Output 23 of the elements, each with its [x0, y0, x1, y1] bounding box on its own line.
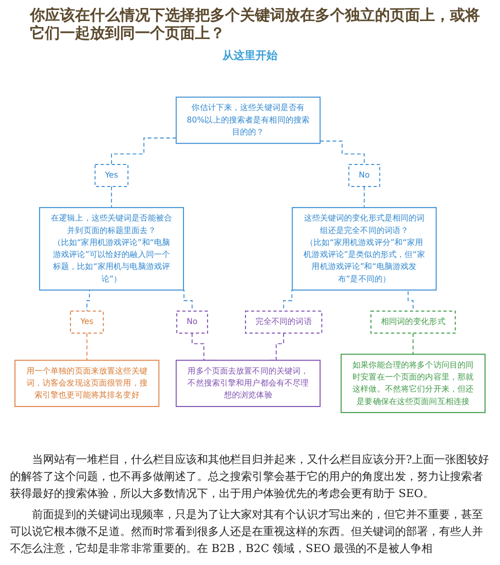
diagram-title: 你应该在什么情况下选择把多个关键词放在多个独立的页面上，或将它们一起放到同一个页面上？	[28, 6, 481, 42]
connector	[412, 332, 414, 355]
node-box: 你估计下来，这些关键词是否有80%以上的搜索者是有相同的搜索目的的？	[176, 96, 321, 144]
connector	[364, 186, 365, 208]
connector	[86, 332, 88, 361]
node-box: Yes	[70, 310, 104, 334]
paragraph: 当网站有一堆栏目，什么栏目应该和其他栏目归并起来，又什么栏目应该分开?上面一张图较好的解答了这个问题，也不再多做阐述了。总之搜索引擎会基于它的用户的角度出发，努力让搜索者获得最好的搜索体验，所以大多数情况下，出于用户体验优先的考虑会更有助于 SEO。	[10, 452, 490, 502]
node-box: Yes	[94, 164, 128, 187]
node-box: 如果你能合理的将多个访问目的同时安置在一个页面的内容里，那就这样做。不然将它们分开来，但还是要确保在这些页面间互相连接	[340, 354, 486, 414]
node-box: 用多个页面去放置不同的关键词，不然搜索引擎和用户都会有不尽理想的浏览体验	[176, 360, 321, 407]
start-label: 从这里开始	[222, 48, 278, 63]
node-box: 在逻辑上，这些关键词是否能被合并到页面的标题里面去？ （比如“家用机游戏评论”和“电脑游戏评论”可以恰好的融入同一个标题，比如“家用机与电脑游戏评论”）	[39, 207, 184, 291]
node-box: No	[348, 164, 380, 187]
connector	[320, 140, 365, 165]
node-box: 这些关键词的变化形式是相同的词组还是完全不同的词语？ （比如“家用机游戏评分”和“家用机游戏评论”是类似的形式，但“家用机游戏评论”和“电脑游戏发布”是不同的）	[292, 207, 437, 291]
connector	[111, 138, 177, 165]
connector	[111, 186, 112, 208]
node-box: 用一个单独的页面来放置这些关键词，访客会发现这页面很管用，搜索引擎也更可能将其排名变好	[14, 360, 160, 407]
node-box: 相同词的变化形式	[370, 310, 456, 334]
paragraph: 前面提到的关键词出现频率，只是为了让大家对其有个认识才写出来的，但它并不重要，甚至可以说它根本微不足道。然而时常看到很多人还是在重视这样的东西。但关键词的部署，有些人并不怎么注意，它却是非常非常重要的。在 B2B，B2C 领域，SEO 最强的不是被人争相	[10, 506, 484, 557]
node-box: 完全不同的词语	[244, 310, 322, 334]
connector	[86, 290, 92, 312]
node-box: No	[176, 310, 208, 334]
